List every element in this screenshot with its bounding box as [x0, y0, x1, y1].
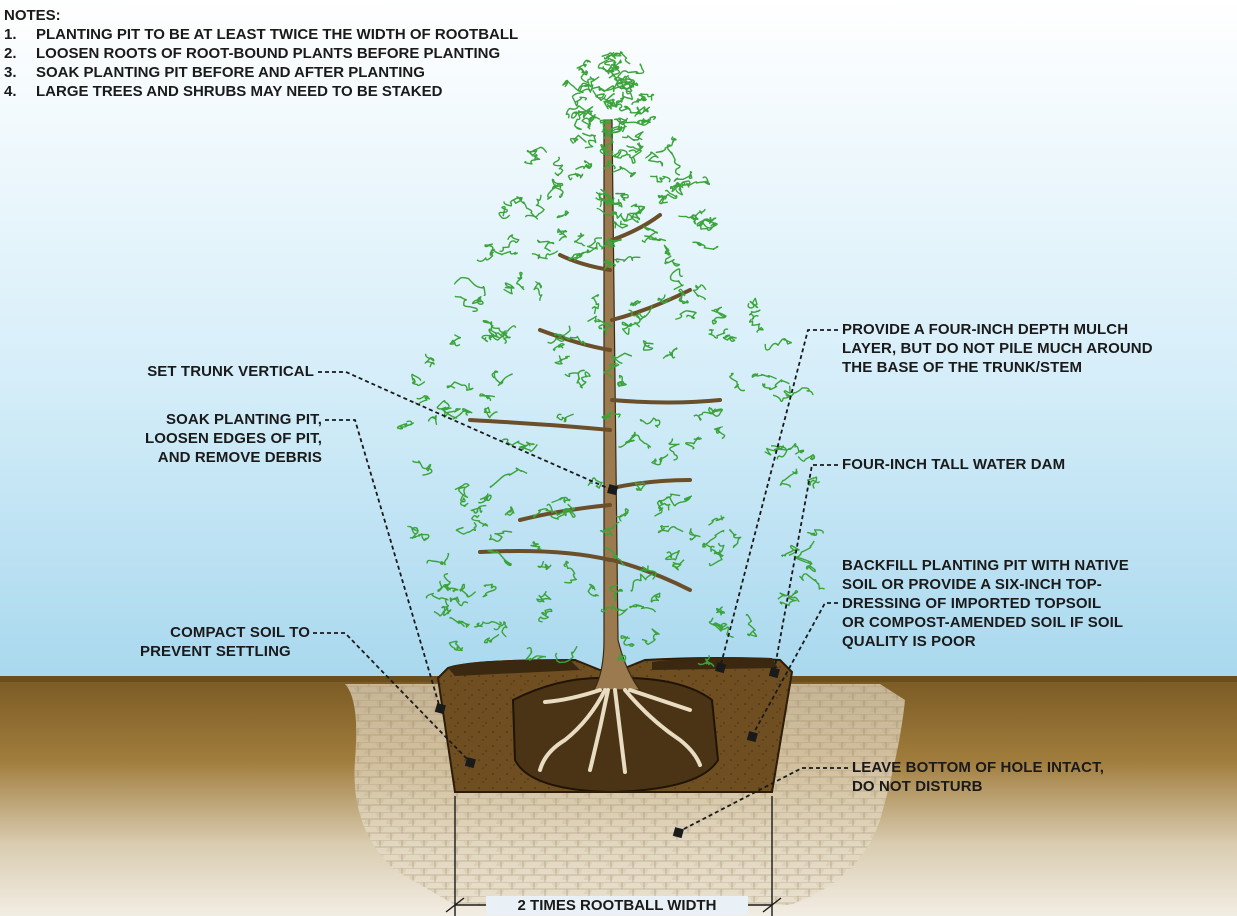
callout-line: DO NOT DISTURB	[852, 777, 1104, 796]
callout-line: THE BASE OF THE TRUNK/STEM	[842, 358, 1153, 377]
callout-line: SOIL OR PROVIDE A SIX-INCH TOP-	[842, 575, 1129, 594]
callout-line: PREVENT SETTLING	[100, 642, 310, 661]
callout-text: FOUR-INCH TALL WATER DAM	[842, 456, 1065, 473]
note-text: LARGE TREES AND SHRUBS MAY NEED TO BE ST…	[25, 82, 556, 101]
callout-line: OR COMPOST-AMENDED SOIL IF SOIL	[842, 613, 1129, 632]
notes-panel: NOTES: 1. PLANTING PIT TO BE AT LEAST TW…	[4, 6, 556, 101]
callout-set-trunk: SET TRUNK VERTICAL	[90, 362, 314, 381]
callout-line: COMPACT SOIL TO	[100, 623, 310, 642]
note-text: SOAK PLANTING PIT BEFORE AND AFTER PLANT…	[25, 63, 556, 82]
callout-line: AND REMOVE DEBRIS	[70, 448, 322, 467]
callout-line: DRESSING OF IMPORTED TOPSOIL	[842, 594, 1129, 613]
callout-line: LEAVE BOTTOM OF HOLE INTACT,	[852, 758, 1104, 777]
callout-line: BACKFILL PLANTING PIT WITH NATIVE	[842, 556, 1129, 575]
note-number: 4.	[4, 82, 25, 101]
callout-line: SOAK PLANTING PIT,	[70, 410, 322, 429]
note-item: 3. SOAK PLANTING PIT BEFORE AND AFTER PL…	[4, 63, 556, 82]
callout-backfill: BACKFILL PLANTING PIT WITH NATIVE SOIL O…	[842, 556, 1129, 651]
dimension-label: 2 TIMES ROOTBALL WIDTH	[486, 896, 748, 915]
callout-line: QUALITY IS POOR	[842, 632, 1129, 651]
callout-leave-bottom: LEAVE BOTTOM OF HOLE INTACT, DO NOT DIST…	[852, 758, 1104, 796]
callout-mulch: PROVIDE A FOUR-INCH DEPTH MULCH LAYER, B…	[842, 320, 1153, 377]
note-item: 1. PLANTING PIT TO BE AT LEAST TWICE THE…	[4, 25, 556, 44]
callout-text: SET TRUNK VERTICAL	[147, 363, 314, 380]
callout-line: LAYER, BUT DO NOT PILE MUCH AROUND	[842, 339, 1153, 358]
note-number: 3.	[4, 63, 25, 82]
callout-compact-soil: COMPACT SOIL TO PREVENT SETTLING	[100, 623, 310, 661]
callout-line: LOOSEN EDGES OF PIT,	[70, 429, 322, 448]
note-text: PLANTING PIT TO BE AT LEAST TWICE THE WI…	[25, 25, 556, 44]
note-item: 4. LARGE TREES AND SHRUBS MAY NEED TO BE…	[4, 82, 556, 101]
callout-soak-pit: SOAK PLANTING PIT, LOOSEN EDGES OF PIT, …	[70, 410, 322, 467]
note-number: 2.	[4, 44, 25, 63]
note-number: 1.	[4, 25, 25, 44]
notes-title: NOTES:	[4, 6, 556, 25]
note-text: LOOSEN ROOTS OF ROOT-BOUND PLANTS BEFORE…	[25, 44, 556, 63]
note-item: 2. LOOSEN ROOTS OF ROOT-BOUND PLANTS BEF…	[4, 44, 556, 63]
callout-water-dam: FOUR-INCH TALL WATER DAM	[842, 455, 1065, 474]
callout-line: PROVIDE A FOUR-INCH DEPTH MULCH	[842, 320, 1153, 339]
